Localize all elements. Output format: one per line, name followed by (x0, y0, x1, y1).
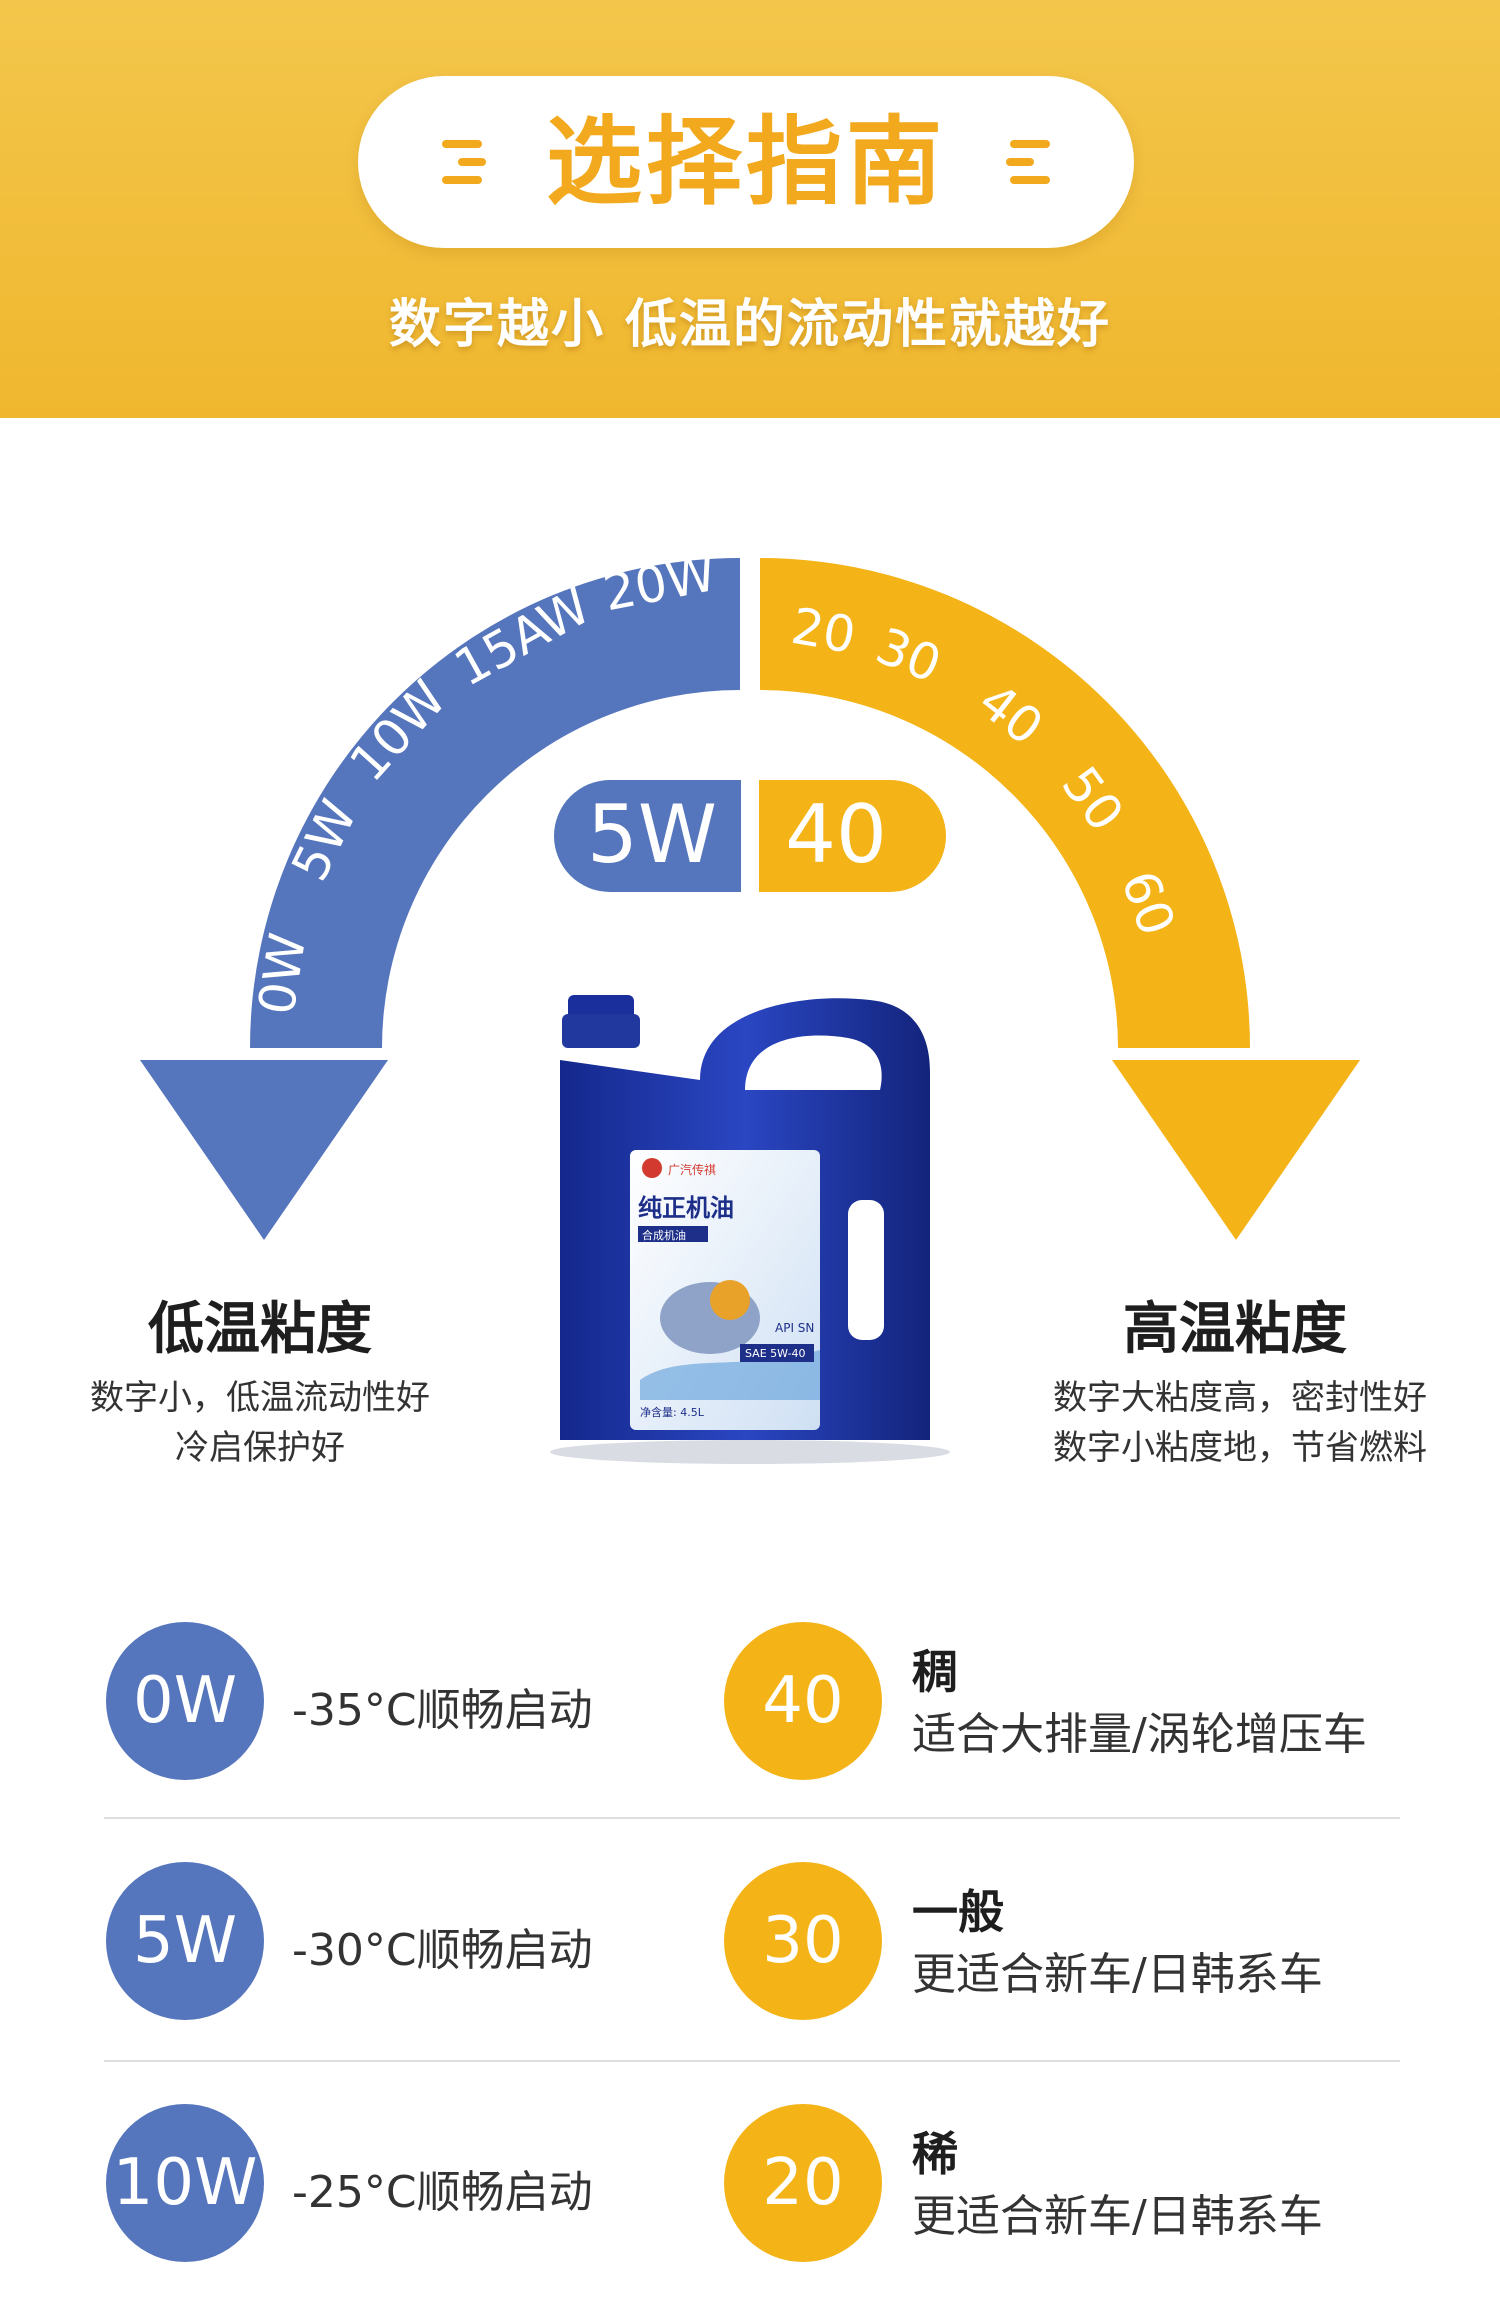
high-temp-desc-1: 数字大粘度高，密封性好 (1053, 1378, 1427, 1418)
arc-label-0w: 0W (247, 929, 317, 1018)
viscosity-label: 稀 (912, 2127, 958, 2181)
jug-oil-type: 合成机油 (642, 1228, 686, 1242)
high-temp-arc (760, 558, 1250, 1048)
low-temp-desc-2: 冷启保护好 (175, 1428, 345, 1468)
low-temp-arrow (140, 1060, 388, 1240)
decor-lines-right (998, 140, 1058, 184)
row-divider (104, 1817, 1400, 1819)
page-title: 选择指南 (546, 106, 946, 218)
decor-lines-left (434, 140, 494, 184)
vehicle-suitability: 更适合新车/日韩系车 (912, 2191, 1323, 2242)
page-subtitle: 数字越小 低温的流动性就越好 (388, 295, 1112, 355)
low-grade-circle: 0W (106, 1622, 264, 1780)
badge-high-text: 40 (785, 788, 887, 881)
jug-volume: 净含量: 4.5L (640, 1405, 705, 1419)
jug-product-name: 纯正机油 (638, 1194, 734, 1222)
arc-label-20: 20 (787, 597, 860, 665)
jug-sae: SAE 5W-40 (745, 1347, 806, 1360)
low-temp-title: 低温粘度 (148, 1297, 372, 1362)
oil-jug-image: 广汽传祺 纯正机油 合成机油 API SN SAE 5W-40 净含量: 4.5… (550, 995, 950, 1464)
high-grade-circle: 20 (724, 2104, 882, 2262)
jug-api: API SN (775, 1321, 814, 1335)
high-temp-desc-2: 数字小粘度地，节省燃料 (1053, 1428, 1427, 1468)
center-badge: 5W 40 (554, 780, 946, 892)
low-temp-desc-1: 数字小，低温流动性好 (90, 1378, 430, 1418)
badge-low-text: 5W (587, 788, 717, 881)
cold-start-temp: -30°C顺畅启动 (292, 1925, 593, 1976)
jug-brand: 广汽传祺 (668, 1162, 716, 1177)
low-grade-circle: 5W (106, 1862, 264, 2020)
row-divider (104, 2060, 1400, 2062)
cold-start-temp: -35°C顺畅启动 (292, 1685, 593, 1736)
high-grade-circle: 30 (724, 1862, 882, 2020)
header-banner: 选择指南 数字越小 低温的流动性就越好 (0, 0, 1500, 418)
low-grade-circle: 10W (106, 2104, 264, 2262)
high-temp-title: 高温粘度 (1123, 1297, 1347, 1362)
high-grade-circle: 40 (724, 1622, 882, 1780)
low-temp-arc (250, 558, 740, 1048)
high-temp-arrow (1112, 1060, 1360, 1240)
vehicle-suitability: 更适合新车/日韩系车 (912, 1949, 1323, 2000)
viscosity-label: 一般 (912, 1885, 1004, 1939)
vehicle-suitability: 适合大排量/涡轮增压车 (912, 1709, 1367, 1760)
title-pill: 选择指南 (358, 76, 1134, 248)
viscosity-label: 稠 (912, 1645, 958, 1699)
cold-start-temp: -25°C顺畅启动 (292, 2167, 593, 2218)
